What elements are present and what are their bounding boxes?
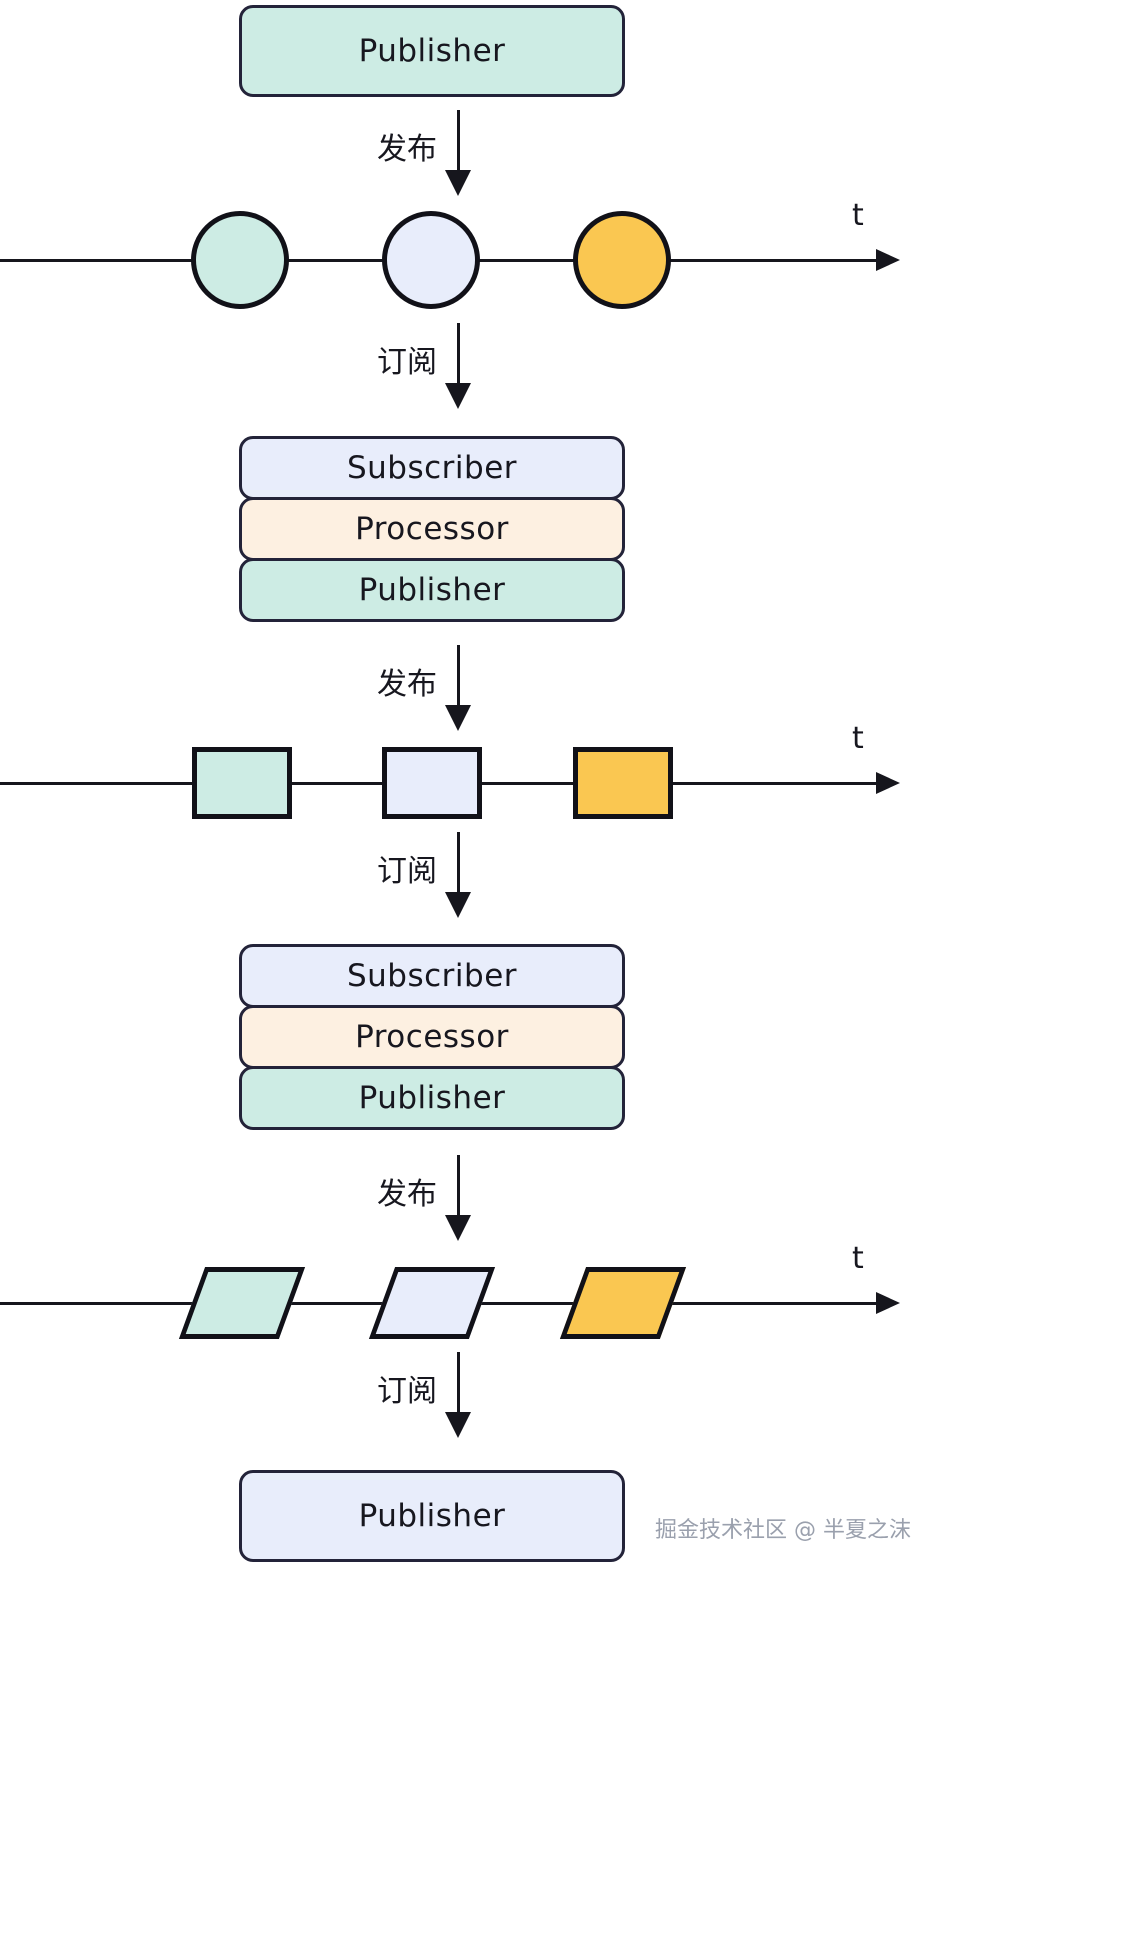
connector-stem — [457, 1155, 460, 1221]
timeline-axis-label: t — [852, 721, 864, 756]
bottom-publisher-label: Publisher — [358, 1498, 506, 1534]
stack1-publisher-label: Publisher — [358, 572, 506, 608]
timeline-rectangles: t — [0, 721, 1144, 845]
connector-subscribe-3: 订阅 — [287, 1352, 587, 1442]
timeline-token-rect-blue — [382, 747, 482, 819]
stack2-processor-label: Processor — [355, 1019, 509, 1055]
stack1-row-publisher: Publisher — [239, 558, 625, 622]
top-publisher-label: Publisher — [358, 33, 506, 69]
timeline-token-parallelogram-mint — [178, 1267, 306, 1339]
connector-stem — [457, 110, 460, 176]
timeline-token-rect-amber — [573, 747, 673, 819]
stack1-row-subscriber: Subscriber — [239, 436, 625, 500]
bottom-publisher-box: Publisher — [239, 1470, 625, 1562]
timeline-circles: t — [0, 198, 1144, 322]
connector-stem — [457, 645, 460, 711]
connector-arrowhead-icon — [445, 170, 471, 196]
timeline-axis-label: t — [852, 1241, 864, 1276]
connector-subscribe-1: 订阅 — [287, 323, 587, 413]
timeline-token-rect-mint — [192, 747, 292, 819]
timeline-axis-label: t — [852, 198, 864, 233]
stack2-publisher-label: Publisher — [358, 1080, 506, 1116]
connector-stem — [457, 323, 460, 389]
stack2-row-processor: Processor — [239, 1005, 625, 1069]
timeline-token-circle-mint — [191, 211, 289, 309]
connector-label-publish-2: 发布 — [377, 667, 437, 702]
processor-stack-2: Subscriber Processor Publisher — [239, 944, 625, 1130]
connector-arrowhead-icon — [445, 892, 471, 918]
connector-label-subscribe-1: 订阅 — [377, 345, 437, 380]
connector-arrowhead-icon — [445, 1412, 471, 1438]
stack2-row-subscriber: Subscriber — [239, 944, 625, 1008]
timeline-axis-arrow-icon — [876, 772, 900, 794]
connector-arrowhead-icon — [445, 705, 471, 731]
timeline-token-circle-blue — [382, 211, 480, 309]
timeline-token-parallelogram-amber — [559, 1267, 687, 1339]
connector-publish-1: 发布 — [287, 110, 587, 200]
processor-stack-1: Subscriber Processor Publisher — [239, 436, 625, 622]
connector-publish-2: 发布 — [287, 645, 587, 735]
timeline-token-parallelogram-blue — [368, 1267, 496, 1339]
connector-label-subscribe-3: 订阅 — [377, 1374, 437, 1409]
watermark-text: 掘金技术社区 @ 半夏之沫 — [655, 1518, 911, 1543]
timeline-token-circle-amber — [573, 211, 671, 309]
connector-stem — [457, 832, 460, 898]
connector-subscribe-2: 订阅 — [287, 832, 587, 922]
timeline-axis-arrow-icon — [876, 1292, 900, 1314]
connector-arrowhead-icon — [445, 1215, 471, 1241]
connector-label-subscribe-2: 订阅 — [377, 854, 437, 889]
stack2-subscriber-label: Subscriber — [346, 958, 518, 994]
stack1-row-processor: Processor — [239, 497, 625, 561]
top-publisher-box: Publisher — [239, 5, 625, 97]
connector-stem — [457, 1352, 460, 1418]
stack1-processor-label: Processor — [355, 511, 509, 547]
stack2-row-publisher: Publisher — [239, 1066, 625, 1130]
timeline-axis-arrow-icon — [876, 249, 900, 271]
connector-label-publish-1: 发布 — [377, 132, 437, 167]
timeline-parallelograms: t — [0, 1241, 1144, 1365]
connector-arrowhead-icon — [445, 383, 471, 409]
stack1-subscriber-label: Subscriber — [346, 450, 518, 486]
connector-publish-3: 发布 — [287, 1155, 587, 1245]
connector-label-publish-3: 发布 — [377, 1177, 437, 1212]
